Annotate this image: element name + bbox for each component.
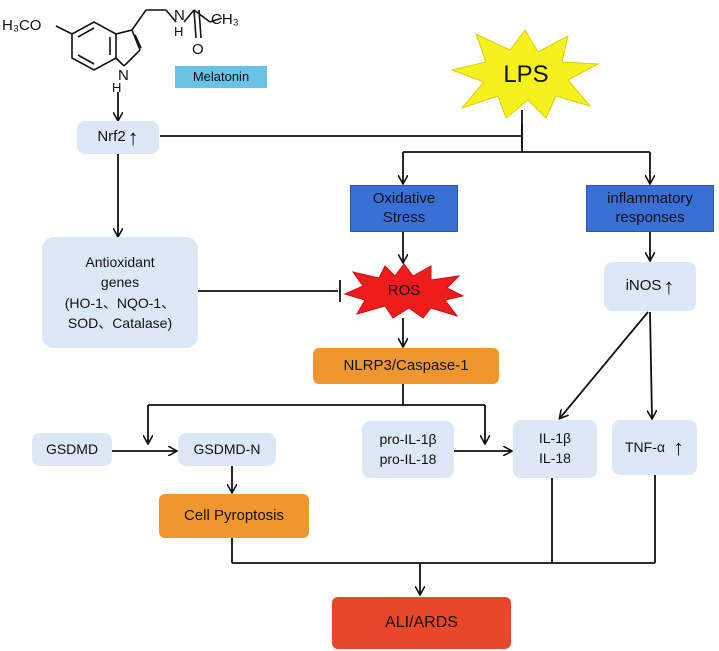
lps-burst — [450, 29, 600, 119]
nlrp3-node: NLRP3/Caspase-1 — [313, 348, 499, 384]
arrow-inos-il — [560, 311, 649, 418]
inos-label: iNOS — [625, 277, 662, 295]
cell-pyroptosis-node: Cell Pyroptosis — [159, 494, 309, 538]
antioxidant-line-2: genes — [100, 274, 140, 291]
methoxy-label: H₃CO — [2, 17, 41, 34]
melatonin-tag: Melatonin — [175, 66, 267, 88]
gsdmd-n-label: GSDMD-N — [193, 440, 261, 457]
lps-node: LPS — [498, 60, 554, 90]
inos-node: iNOS ↑ — [604, 262, 696, 311]
oxidative-stress-label: Oxidative Stress — [372, 189, 436, 226]
up-arrow-icon: ↑ — [672, 434, 684, 460]
amide-n-label: N — [174, 7, 185, 24]
ros-node: ROS — [376, 278, 432, 304]
ali-ards-node: ALI/ARDS — [332, 597, 511, 649]
antioxidant-genes-node: Antioxidant genes (HO-1、NQO-1、 SOD、Catal… — [42, 237, 198, 348]
il-node: IL-1β IL-18 — [513, 420, 597, 478]
inflammatory-label: inflammatory responses — [607, 189, 693, 226]
arrow-inos-tnf — [650, 311, 652, 418]
il1b-label: IL-1β — [538, 430, 572, 447]
antioxidant-line-1: Antioxidant — [85, 253, 155, 270]
up-arrow-icon: ↑ — [127, 124, 139, 150]
antioxidant-line-3: (HO-1、NQO-1、 — [64, 294, 176, 311]
gsdmd-label: GSDMD — [45, 440, 99, 457]
inflammatory-node: inflammatory responses — [586, 185, 714, 232]
il18-label: IL-18 — [539, 450, 571, 466]
melatonin-label: Melatonin — [192, 68, 250, 84]
nrf2-label: Nrf2 — [97, 128, 126, 146]
ros-burst — [343, 263, 465, 319]
ali-ards-label: ALI/ARDS — [385, 614, 458, 631]
ros-label: ROS — [387, 281, 421, 299]
indole-n-label: N — [118, 67, 129, 84]
oxidative-stress-node: Oxidative Stress — [350, 185, 458, 232]
lps-label: LPS — [503, 61, 549, 88]
gsdmd-node: GSDMD — [32, 433, 112, 466]
nrf2-node: Nrf2 ↑ — [77, 121, 159, 154]
antioxidant-line-4: SOD、Catalase) — [67, 314, 173, 331]
gsdmd-n-node: GSDMD-N — [178, 433, 276, 466]
melatonin-structure: H₃CO N H CH₃ O N H — [2, 7, 239, 95]
pro-il-node: pro-IL-1β pro-IL-18 — [362, 421, 454, 478]
amide-h-label: H — [174, 24, 183, 39]
methyl-label: CH₃ — [211, 11, 239, 28]
pro-il1b-label: pro-IL-1β — [379, 430, 437, 447]
cell-pyroptosis-label: Cell Pyroptosis — [183, 506, 285, 524]
up-arrow-icon: ↑ — [663, 273, 675, 299]
tnf-node: TNF-α ↑ — [612, 420, 697, 475]
nlrp3-label: NLRP3/Caspase-1 — [343, 356, 469, 374]
tnf-label: TNF-α — [625, 438, 665, 455]
indole-h-label: H — [112, 80, 121, 95]
carbonyl-o-label: O — [192, 41, 204, 58]
pro-il18-label: pro-IL-18 — [379, 450, 437, 467]
